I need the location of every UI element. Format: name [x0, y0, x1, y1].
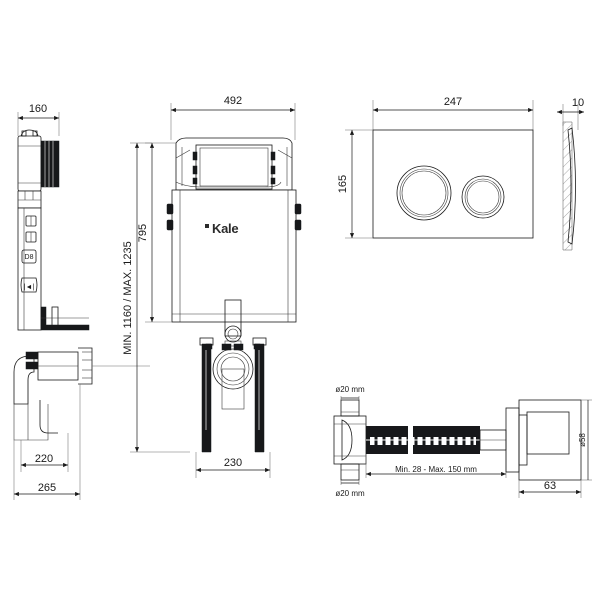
pipe-bottom-stub: [340, 463, 360, 481]
side-rail-head: [17, 190, 42, 209]
dimension-63-label: 63: [544, 480, 556, 492]
dimension-247: 247: [372, 96, 534, 130]
front-cistern-shell: [175, 137, 293, 191]
dimension-160: 160: [17, 103, 60, 136]
view-flush-pipe-detail: ø20 mm ø20 mm: [333, 385, 592, 498]
dimension-220: 220: [20, 433, 69, 472]
side-outlet-seal: [25, 351, 39, 360]
dimension-265: 265: [13, 384, 81, 500]
side-flush-connector: [37, 347, 150, 385]
view-front-elevation: 492: [122, 95, 302, 478]
dimension-pipe-dia-bottom: ø20 mm: [335, 480, 365, 498]
dimension-220-label: 220: [35, 453, 53, 465]
dimension-165-label: 165: [337, 175, 349, 193]
brand-name: Kale: [212, 221, 238, 236]
pipe-flange-block: [505, 399, 582, 481]
dimension-165: 165: [337, 129, 373, 239]
flush-plate-body: [372, 129, 534, 239]
side-outlet-seal-2: [25, 361, 39, 370]
front-right-leg: [254, 343, 265, 453]
dimension-160-label: 160: [29, 103, 47, 115]
dimension-height-range-label: MIN. 1160 / MAX. 1235: [122, 241, 134, 355]
side-inlet-stub: [21, 130, 27, 137]
front-cistern-tank: [166, 189, 302, 323]
pipe-outer-flange: [518, 399, 582, 481]
view-side-elevation: 160 D8 |◄|: [13, 103, 150, 500]
front-left-bracket-b: [166, 219, 174, 231]
dimension-230-label: 230: [224, 457, 242, 469]
dimension-dia-58: ø58: [578, 399, 592, 481]
front-flush-pipe-collar: [224, 325, 242, 343]
side-wall-bracket: [40, 306, 90, 331]
plate-edge-profile: [567, 127, 576, 245]
front-left-bracket-a: [166, 203, 174, 215]
dimension-63: 63: [518, 480, 582, 498]
dimension-492-label: 492: [224, 95, 242, 107]
dimension-pipe-dia-bottom-label: ø20 mm: [335, 489, 365, 498]
dimension-10-label: 10: [572, 97, 584, 109]
front-right-bracket-b: [294, 219, 302, 231]
dimension-height-range: MIN. 1160 / MAX. 1235: [122, 142, 190, 453]
view-flush-plate: 247 165: [337, 96, 584, 251]
front-pan-outlet: [212, 348, 254, 390]
dimension-pipe-dia-top: ø20 mm: [335, 385, 365, 400]
side-pan-outlet: [13, 351, 49, 441]
front-flush-pipe: [224, 299, 242, 337]
dimension-pipe-dia-top-label: ø20 mm: [335, 385, 365, 394]
front-left-leg: [201, 343, 212, 453]
flush-plate-side-profile: [562, 121, 576, 251]
side-rail-fittings: D8 |◄|: [20, 215, 38, 293]
dimension-492: 492: [170, 95, 296, 140]
svg-text:D8: D8: [25, 254, 34, 261]
dimension-10: 10: [557, 97, 584, 130]
side-valve-stub: [32, 130, 38, 137]
svg-text:|◄|: |◄|: [24, 284, 35, 291]
dimension-dia-58-label: ø58: [578, 433, 587, 447]
brand-square-mark: [205, 224, 209, 228]
front-outlet-sleeve: [221, 368, 245, 410]
small-flush-button[interactable]: [461, 175, 505, 219]
dimension-247-label: 247: [444, 96, 462, 108]
dimension-795-label: 795: [137, 224, 149, 242]
dimension-pipe-length-label: Min. 28 - Max. 150 mm: [395, 465, 477, 474]
large-flush-button[interactable]: [396, 165, 452, 221]
front-lower-assembly: [199, 299, 267, 453]
pipe-corrugated-body: [366, 426, 507, 454]
brand-logo: Kale: [205, 221, 239, 236]
front-right-bracket-a: [294, 203, 302, 215]
side-insulation-block: [40, 140, 60, 188]
dimension-230: 230: [195, 452, 271, 478]
pipe-inner-square: [526, 411, 570, 455]
side-lower-bend: [39, 400, 58, 434]
dimension-265-label: 265: [38, 482, 56, 494]
